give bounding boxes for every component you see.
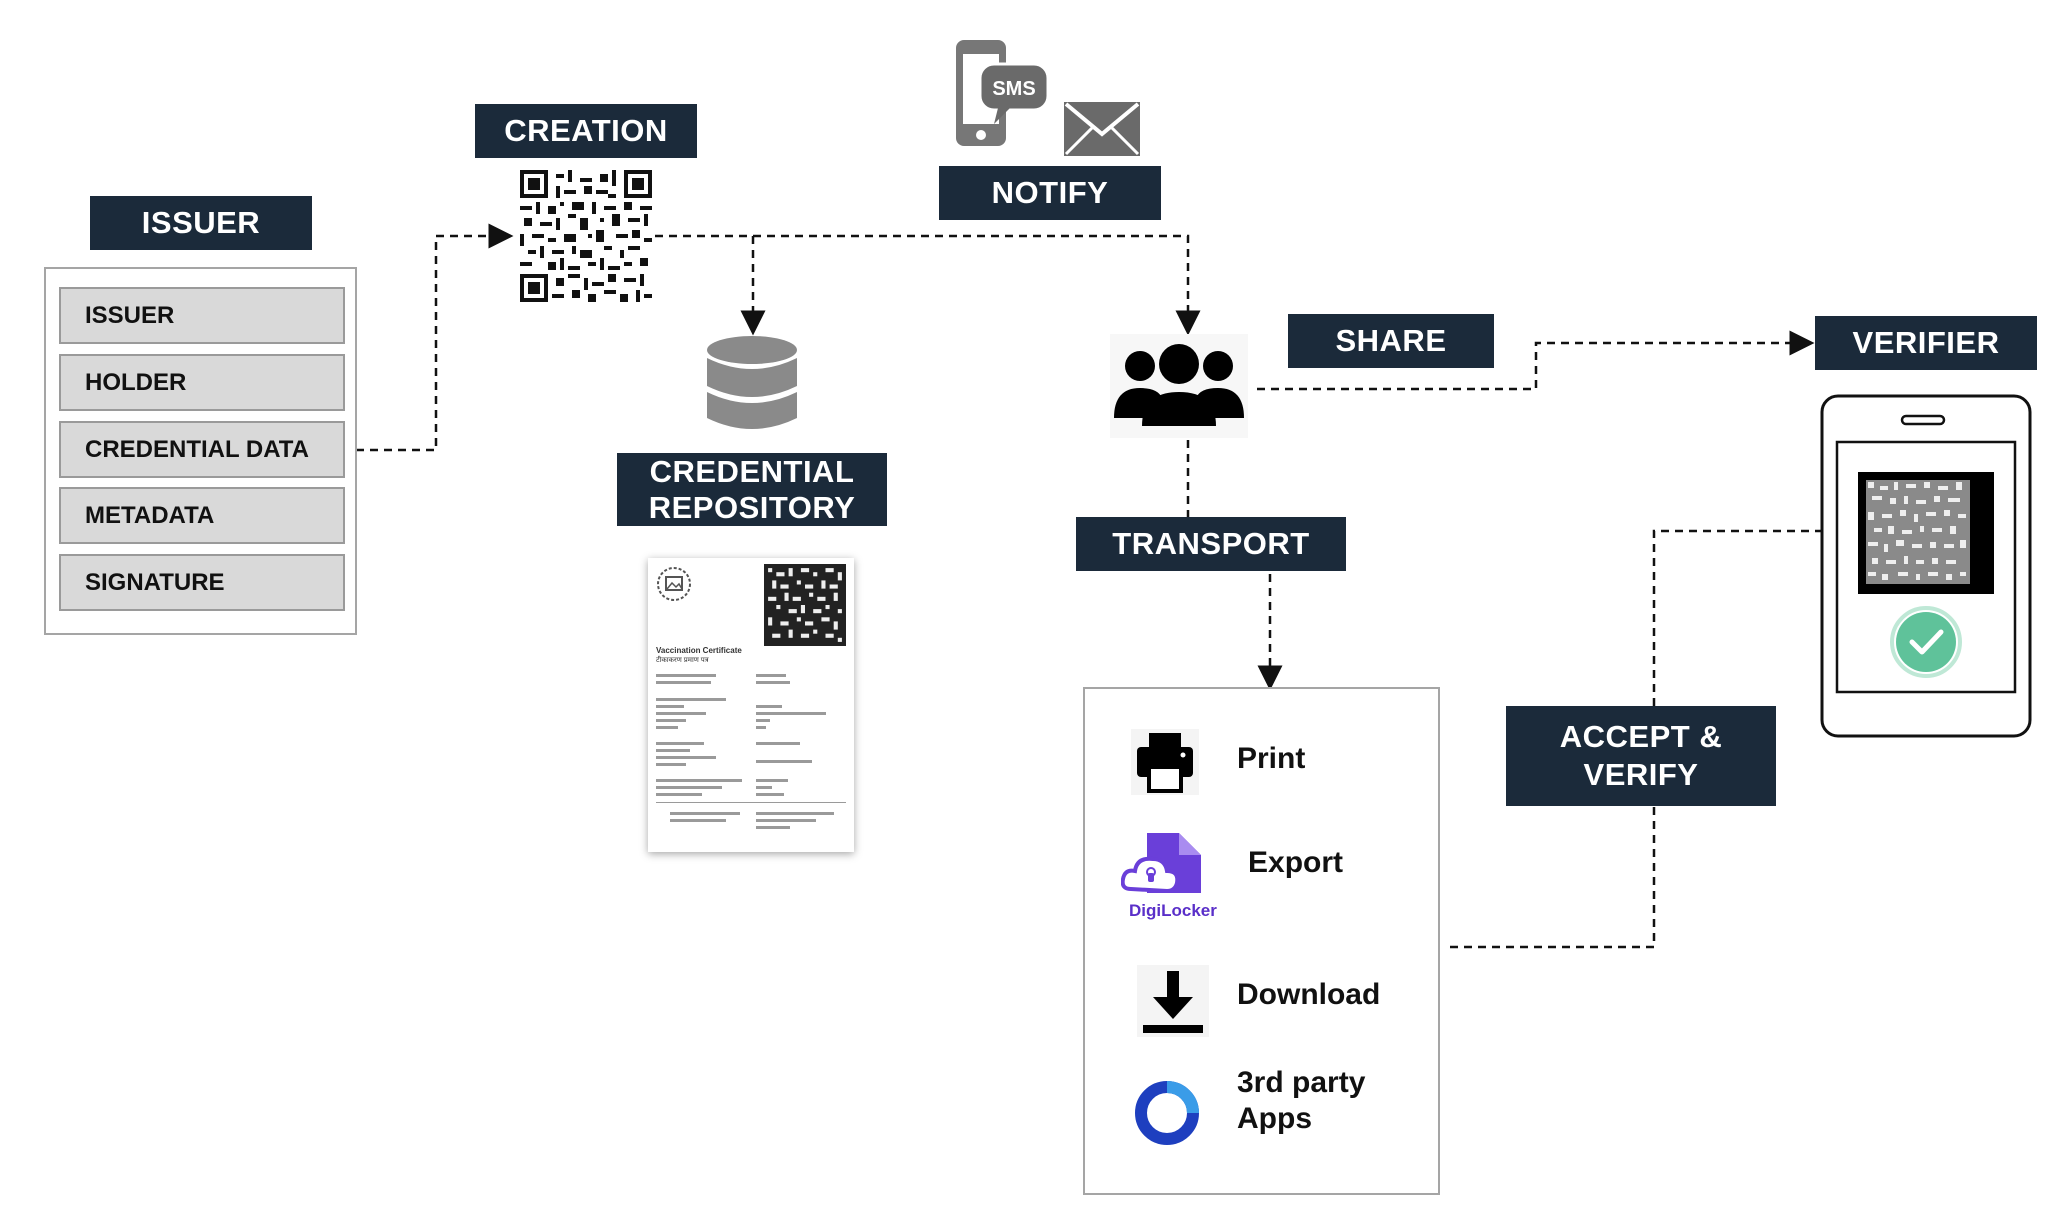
- share-label: SHARE: [1288, 314, 1494, 368]
- qr-code-icon: [520, 170, 652, 302]
- certificate-detail-lines: [656, 674, 846, 829]
- repository-line2: REPOSITORY: [648, 489, 856, 525]
- digilocker-label: DigiLocker: [1129, 901, 1217, 920]
- field-issuer: ISSUER: [59, 287, 345, 344]
- verify-to-phone-connector: [1652, 518, 1853, 706]
- download-option: Download: [1237, 978, 1381, 1011]
- options-to-verify-connector: [1450, 806, 1656, 949]
- creation-to-repository-connector: [655, 234, 766, 336]
- transport-label: TRANSPORT: [1076, 517, 1346, 571]
- issuer-header: ISSUER: [90, 196, 312, 250]
- certificate-subtitle: टीकाकरण प्रमाण पत्र: [656, 657, 709, 664]
- third-party-line1: 3rd party: [1237, 1066, 1366, 1099]
- field-credential-data: CREDENTIAL DATA: [59, 421, 345, 478]
- phone-sms-icon: SMS: [956, 40, 1050, 146]
- notify-label: NOTIFY: [939, 166, 1161, 220]
- print-option: Print: [1237, 742, 1306, 775]
- certificate-title: Vaccination Certificate: [656, 646, 742, 655]
- issuer-to-creation-connector: [356, 223, 514, 452]
- transport-options-box: Print DigiLocker Export Download 3rd par…: [1083, 687, 1440, 1195]
- verifier-label: VERIFIER: [1815, 316, 2037, 370]
- people-group-icon: [1110, 334, 1248, 438]
- field-signature: SIGNATURE: [59, 554, 345, 611]
- digilocker-icon: [1121, 833, 1201, 893]
- certificate-qr-icon: [764, 564, 846, 646]
- certificate-emblem-icon: [657, 567, 691, 601]
- sms-text: SMS: [992, 78, 1035, 100]
- accept-verify-line2: VERIFY: [1583, 757, 1699, 792]
- people-to-verifier-connector: [1257, 330, 1815, 391]
- third-party-line2: Apps: [1237, 1102, 1312, 1135]
- field-metadata: METADATA: [59, 487, 345, 544]
- creation-label: CREATION: [475, 104, 697, 158]
- issuer-credential-box: ISSUER HOLDER CREDENTIAL DATA METADATA S…: [44, 267, 357, 635]
- verifier-phone-icon: [1820, 394, 2032, 738]
- third-party-apps-option: 3rd party Apps: [1237, 1065, 1365, 1137]
- envelope-icon: [1064, 102, 1140, 156]
- vaccination-certificate-document: Vaccination Certificate टीकाकरण प्रमाण प…: [648, 558, 854, 852]
- database-icon: [707, 336, 797, 429]
- printer-icon: [1131, 729, 1199, 795]
- accept-verify-line1: ACCEPT &: [1559, 719, 1723, 754]
- creation-to-people-connector: [753, 234, 1201, 336]
- field-holder: HOLDER: [59, 354, 345, 411]
- credential-repository-label: CREDENTIAL REPOSITORY: [617, 453, 887, 526]
- accept-verify-label: ACCEPT & VERIFY: [1506, 706, 1776, 806]
- export-option: Export: [1248, 846, 1344, 879]
- download-icon: [1137, 965, 1209, 1037]
- third-party-apps-icon: [1135, 1081, 1199, 1145]
- repository-line1: CREDENTIAL: [649, 453, 855, 489]
